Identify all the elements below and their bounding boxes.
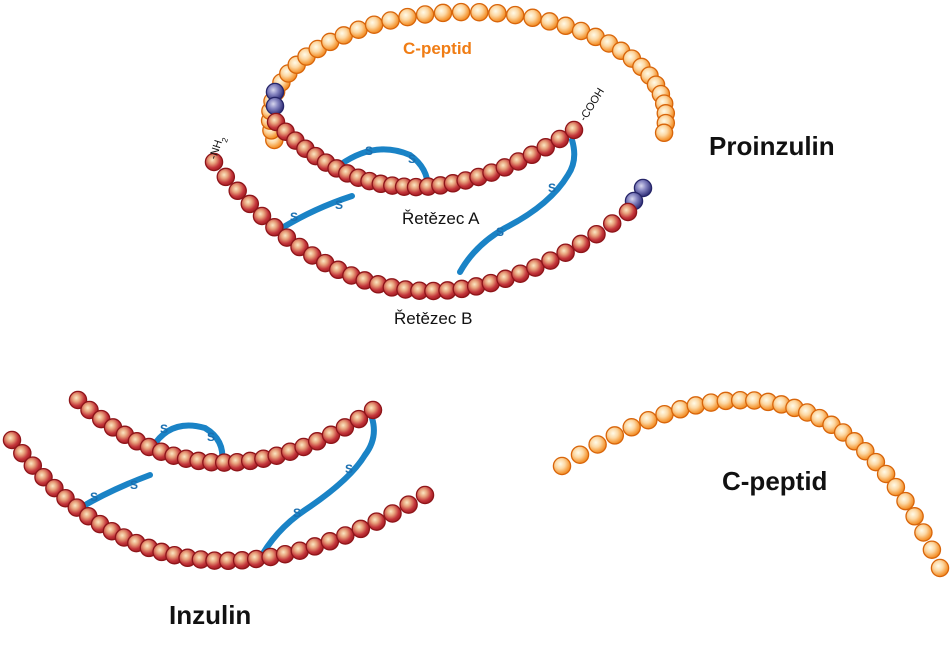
amino-acid-bead-icon xyxy=(13,443,32,463)
amino-acid-bead-icon xyxy=(618,202,638,222)
cpeptide-bead-icon xyxy=(914,523,933,542)
cpeptide-bead-icon xyxy=(433,3,453,23)
sulfur-label: S xyxy=(130,478,138,492)
nh2-terminus-label: -NH2 xyxy=(207,134,229,162)
sulfur-label: S xyxy=(207,430,215,444)
amino-acid-bead-icon xyxy=(336,526,355,545)
sulfur-label: S xyxy=(293,506,301,520)
cooh-terminus-label: -COOH xyxy=(577,86,607,123)
cpeptide-bead-icon xyxy=(505,5,525,25)
amino-acid-bead-icon xyxy=(351,519,371,539)
chain-a-label: Řetězec A xyxy=(402,209,480,228)
sulfur-label: S xyxy=(345,462,353,476)
cpeptide-bead-icon xyxy=(922,540,942,559)
amino-acid-bead-icon xyxy=(383,504,402,523)
amino-acid-bead-icon xyxy=(363,400,383,420)
amino-acid-bead-icon xyxy=(277,228,297,247)
sulfur-label: S xyxy=(496,225,504,239)
cpeptide-bead-icon xyxy=(886,477,906,497)
amino-acid-bead-icon xyxy=(571,234,591,254)
cpeptide-bead-icon xyxy=(398,7,417,27)
cpeptide-bead-icon xyxy=(639,410,658,430)
amino-acid-bead-icon xyxy=(602,214,622,233)
disulfide-bond-icon xyxy=(279,193,355,231)
cpeptide-bead-icon xyxy=(552,456,572,476)
chain-b-label: Řetězec B xyxy=(394,309,472,328)
amino-acid-bead-icon xyxy=(415,485,435,505)
cpeptide-loop-label: C-peptid xyxy=(403,39,472,58)
amino-acid-bead-icon xyxy=(536,138,555,157)
sulfur-label: S xyxy=(408,152,416,166)
cpeptide-bead-icon xyxy=(866,452,886,472)
cpeptide-bead-icon xyxy=(622,418,641,437)
cpeptide-bead-icon xyxy=(470,2,489,22)
cpeptide-bead-icon xyxy=(605,426,625,445)
amino-acid-bead-icon xyxy=(23,456,43,475)
amino-acid-bead-icon xyxy=(216,167,236,187)
amino-acid-bead-icon xyxy=(564,120,584,140)
disulfide-bond-icon xyxy=(255,415,377,565)
cpeptide-bead-icon xyxy=(349,20,368,39)
sulfur-label: S xyxy=(290,210,298,224)
amino-acid-bead-icon xyxy=(204,152,224,172)
amino-acid-chains xyxy=(2,2,950,578)
sulfur-label: S xyxy=(335,198,343,212)
cpeptide-bead-icon xyxy=(415,5,435,24)
sulfur-label: S xyxy=(160,422,168,436)
sulfur-label: S xyxy=(365,144,373,158)
cpeptide-bead-icon xyxy=(488,3,507,23)
sulfur-label: S xyxy=(90,490,98,504)
amino-acid-bead-icon xyxy=(556,243,575,262)
cpeptide-bead-icon xyxy=(540,12,559,31)
disulfide-bond-icon xyxy=(77,472,153,511)
amino-acid-bead-icon xyxy=(550,129,570,149)
cleavage-bead-icon xyxy=(633,178,653,198)
cleavage-bead-icon xyxy=(265,96,285,116)
amino-acid-bead-icon xyxy=(587,224,606,244)
proinsulin-title: Proinzulin xyxy=(709,131,835,161)
cpeptide-bead-icon xyxy=(654,123,674,143)
amino-acid-bead-icon xyxy=(320,532,340,551)
disulfide-bonds xyxy=(77,137,578,565)
amino-acid-bead-icon xyxy=(526,258,545,277)
amino-acid-bead-icon xyxy=(399,495,418,514)
amino-acid-bead-icon xyxy=(34,467,53,487)
cpeptide-bead-icon xyxy=(556,16,575,36)
cpeptide-bead-icon xyxy=(588,435,607,454)
cpeptide-bead-icon xyxy=(671,400,690,419)
cpeptide-bead-icon xyxy=(655,404,674,424)
cpeptide-bead-icon xyxy=(451,2,471,22)
cpeptide-bead-icon xyxy=(930,558,950,578)
insulin-title: Inzulin xyxy=(169,600,251,630)
disulfide-bond-icon xyxy=(457,137,578,275)
amino-acid-bead-icon xyxy=(335,418,355,437)
cpeptide-bead-icon xyxy=(686,396,706,415)
amino-acid-bead-icon xyxy=(265,218,284,237)
amino-acid-bead-icon xyxy=(228,181,247,201)
amino-acid-bead-icon xyxy=(240,194,260,214)
amino-acid-bead-icon xyxy=(252,206,272,226)
amino-acid-bead-icon xyxy=(367,512,386,531)
sulfur-label: S xyxy=(548,181,556,195)
cpeptide-bead-icon xyxy=(896,491,915,511)
cpeptide-bead-icon xyxy=(523,8,542,28)
cpeptide-bead-icon xyxy=(905,507,924,526)
cpeptide-bead-icon xyxy=(364,15,384,34)
sulfur-labels: S S S S S S S S S S S S xyxy=(90,144,556,520)
disulfide-bond-icon xyxy=(149,422,226,465)
amino-acid-bead-icon xyxy=(541,251,560,270)
amino-acid-bead-icon xyxy=(290,237,309,257)
amino-acid-bead-icon xyxy=(349,409,369,429)
disulfide-bond-icon xyxy=(337,146,431,191)
cpeptide-bead-icon xyxy=(570,445,590,464)
cpeptide-bead-icon xyxy=(876,464,896,484)
amino-acid-bead-icon xyxy=(2,430,22,450)
cpeptide-title: C-peptid xyxy=(722,466,827,496)
cpeptide-bead-icon xyxy=(381,11,400,30)
